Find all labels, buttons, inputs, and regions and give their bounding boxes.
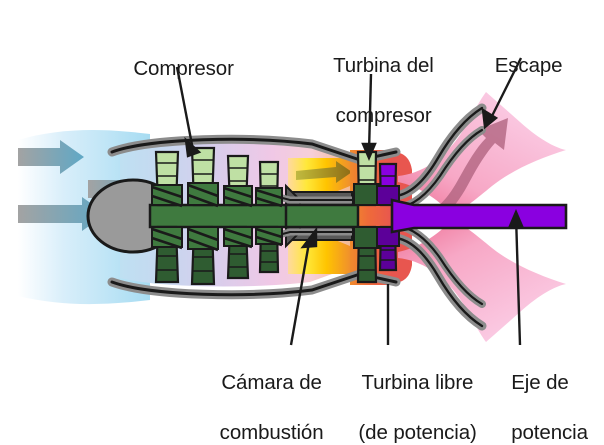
engine-casing	[107, 134, 401, 300]
compressor-stage-3	[223, 154, 253, 280]
compressor-stage-1	[151, 150, 183, 284]
label-turbina-compresor: Turbina del compresor	[333, 54, 434, 127]
leader-eje	[514, 215, 522, 346]
label-camara-combustion: Cámara de combustión	[219, 371, 324, 444]
compressor-stage-2	[187, 146, 219, 286]
power-output-shaft	[390, 198, 568, 234]
leader-camara	[289, 236, 312, 346]
label-compresor: Compresor	[133, 57, 234, 80]
label-eje-potencia: Eje de potencia	[511, 371, 588, 444]
leader-turbina-compresor	[367, 73, 373, 153]
compressor-stage-4	[255, 160, 283, 274]
engine-cutaway-svg	[18, 57, 568, 346]
leader-escape	[488, 57, 523, 121]
compressor-blade-stages	[151, 146, 283, 286]
label-turbina-libre: Turbina libre (de potencia)	[358, 371, 477, 444]
compressor-turbine-blade	[353, 150, 381, 284]
engine-diagram: Compresor Turbina del compresor Escape C…	[18, 54, 589, 444]
exhaust-flow-arrow	[420, 118, 508, 228]
combustion-chamber	[288, 158, 352, 274]
leader-compresor	[175, 66, 195, 151]
label-escape: Escape	[494, 54, 563, 77]
leader-lines	[175, 57, 524, 346]
